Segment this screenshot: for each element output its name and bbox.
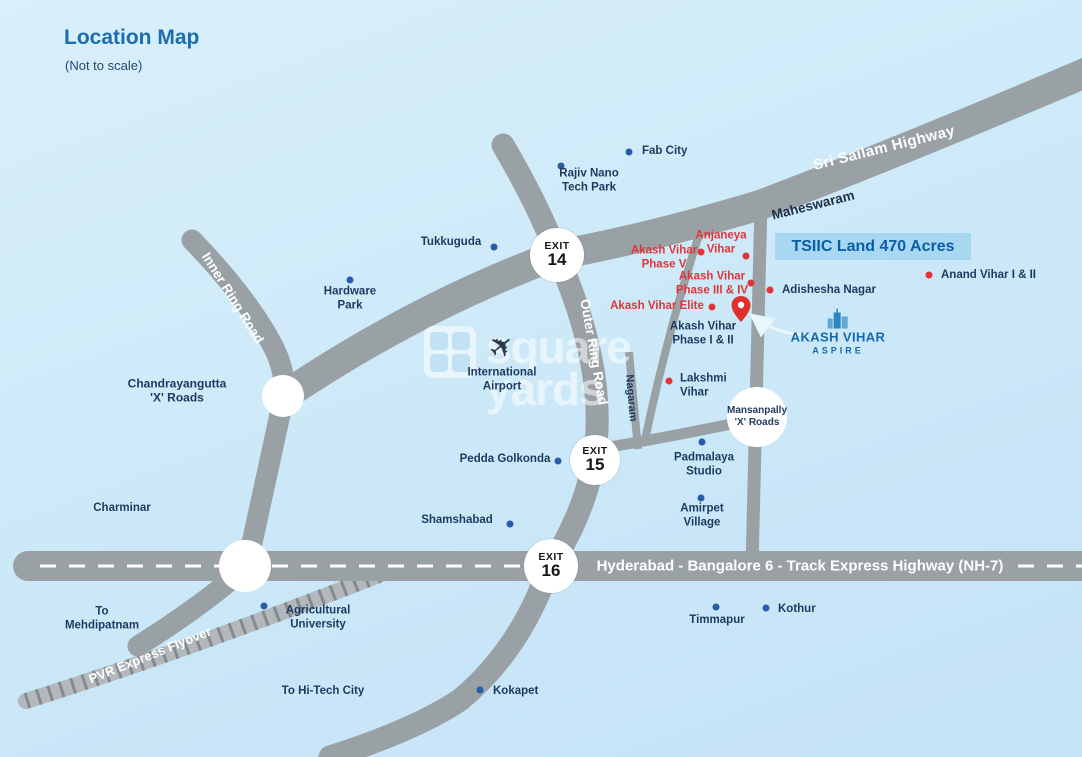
tsiic-land-highlight: TSIIC Land 470 Acres (775, 233, 971, 260)
place-dot (665, 377, 673, 385)
squareyards-grid-icon (424, 326, 476, 378)
place-label: Fab City (642, 145, 688, 158)
project-logo: AKASH VIHAR ASPIRE (790, 308, 886, 356)
place-label: Akash Vihar Phase V (630, 244, 698, 270)
exit-16-badge: EXIT 16 (524, 539, 578, 593)
exit-number: 14 (547, 250, 567, 269)
junction-label-mansanpally: Mansanpally 'X' Roads (726, 405, 788, 428)
exit-number: 16 (541, 561, 561, 580)
exit-word: EXIT (582, 445, 608, 457)
place-dot (697, 248, 705, 256)
road-nagaram (625, 351, 642, 450)
junction-label-chandrayangutta: Chandrayangutta 'X' Roads (127, 376, 227, 405)
place-label: Kokapet (493, 685, 539, 698)
place-label: Akash Vihar Elite (610, 300, 704, 313)
place-label: Adishesha Nagar (782, 284, 876, 297)
watermark-text: square yards (486, 321, 632, 416)
place-label: Agricultural University (285, 604, 351, 630)
place-dot (625, 148, 633, 156)
place-dot (712, 603, 720, 611)
exit-14-badge: EXIT 14 (530, 228, 584, 282)
place-label: Pedda Golkonda (459, 453, 551, 466)
place-dot (697, 494, 705, 502)
place-dot (554, 457, 562, 465)
page-title: Location Map (64, 26, 200, 49)
place-label: International Airport (467, 366, 537, 392)
place-dot (762, 604, 770, 612)
place-label: Akash Vihar Phase III & IV (675, 270, 749, 296)
place-label: Shamshabad (421, 514, 493, 527)
place-dot (506, 520, 514, 528)
place-dot (747, 279, 755, 287)
location-pin-icon (731, 296, 751, 322)
place-label: To Mehdipatnam (64, 605, 140, 631)
pointer-arrow (749, 313, 807, 338)
place-dot (698, 438, 706, 446)
place-label: Anjaneya Vihar (695, 229, 747, 255)
watermark-squareyards: square yards (424, 321, 632, 416)
place-label: Hardware Park (323, 285, 377, 311)
project-tagline: ASPIRE (812, 345, 864, 356)
place-dot (925, 271, 933, 279)
place-label: Padmalaya Studio (673, 451, 735, 477)
road-inner-ring (127, 229, 295, 657)
road-akash-connector (641, 230, 704, 441)
place-label: Rajiv Nano Tech Park (559, 167, 619, 193)
exit-word: EXIT (544, 240, 570, 252)
place-label: Tukkuguda (420, 236, 482, 249)
place-label: Lakshmi Vihar (680, 372, 727, 398)
place-label: Akash Vihar Phase I & II (669, 320, 737, 346)
road-mansanpally (745, 202, 768, 567)
place-dot (476, 686, 484, 694)
place-dot (557, 162, 565, 170)
exit-15-badge: EXIT 15 (570, 435, 620, 485)
project-name: AKASH VIHAR (790, 329, 886, 345)
place-label: Amirpet Village (680, 502, 724, 528)
place-label: Anand Vihar I & II (941, 269, 1036, 282)
buildings-icon (828, 308, 848, 329)
place-dot (708, 303, 716, 311)
road-sri-sailam-highway (275, 57, 1082, 409)
page-subtitle: (Not to scale) (65, 58, 143, 73)
place-dot (490, 243, 498, 251)
junction-nh7-circle (219, 540, 271, 592)
place-label: Kothur (778, 603, 816, 616)
place-dot (766, 286, 774, 294)
road-label-nh7-highway: Hyderabad - Bangalore 6 - Track Express … (596, 557, 1004, 575)
place-label: Timmapur (689, 614, 745, 627)
junction-chandrayangutta-circle (262, 375, 304, 417)
junction-mansanpally-circle (727, 387, 787, 447)
place-label: To Hi-Tech City (281, 685, 365, 698)
exit-number: 15 (585, 455, 605, 474)
place-dot (260, 602, 268, 610)
place-dot (742, 252, 750, 260)
place-label: Charminar (93, 502, 151, 515)
road-pvr-express-flyover-hatch (23, 559, 402, 709)
place-dot (346, 276, 354, 284)
exit-word: EXIT (538, 551, 564, 563)
